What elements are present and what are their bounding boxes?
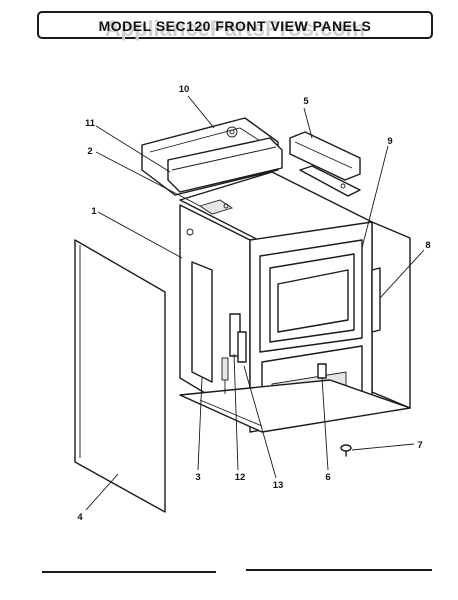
- callout-6: 6: [325, 472, 330, 483]
- callout-1: 1: [91, 206, 97, 217]
- part-6-latch: [317, 363, 327, 379]
- callout-4: 4: [77, 512, 83, 523]
- callout-7: 7: [417, 440, 422, 451]
- callout-3: 3: [195, 472, 200, 483]
- callout-10: 10: [179, 84, 190, 95]
- callout-5: 5: [303, 96, 309, 107]
- part-3-inner-strip: [191, 261, 213, 383]
- callout-8: 8: [425, 240, 430, 251]
- title-banner: AppliancePartsPros.com MODEL SEC120 FRON…: [37, 11, 433, 41]
- footer-rules: [42, 569, 432, 573]
- part-12-13-hinges: [221, 313, 247, 394]
- part-8-right-strip: [371, 267, 381, 333]
- callout-13: 13: [273, 480, 284, 491]
- part-7-leveling-foot: [340, 444, 352, 457]
- callout-2: 2: [87, 146, 92, 157]
- part-11-top-bracket: [167, 137, 283, 193]
- callout-12: 12: [235, 472, 246, 483]
- part-5-top-trim: [289, 131, 361, 197]
- callout-11: 11: [85, 118, 96, 129]
- callout-labels: 10 5 11 2 9 1 8 3 12 13 6 7 4: [77, 84, 430, 523]
- diagram-title: MODEL SEC120 FRONT VIEW PANELS: [99, 18, 372, 34]
- part-4-side-panel: [74, 239, 166, 513]
- cabinet-base: [179, 379, 411, 433]
- leader-lines: [85, 95, 425, 511]
- callout-9: 9: [387, 136, 392, 147]
- watermark-text: AppliancePartsPros.com: [105, 16, 365, 41]
